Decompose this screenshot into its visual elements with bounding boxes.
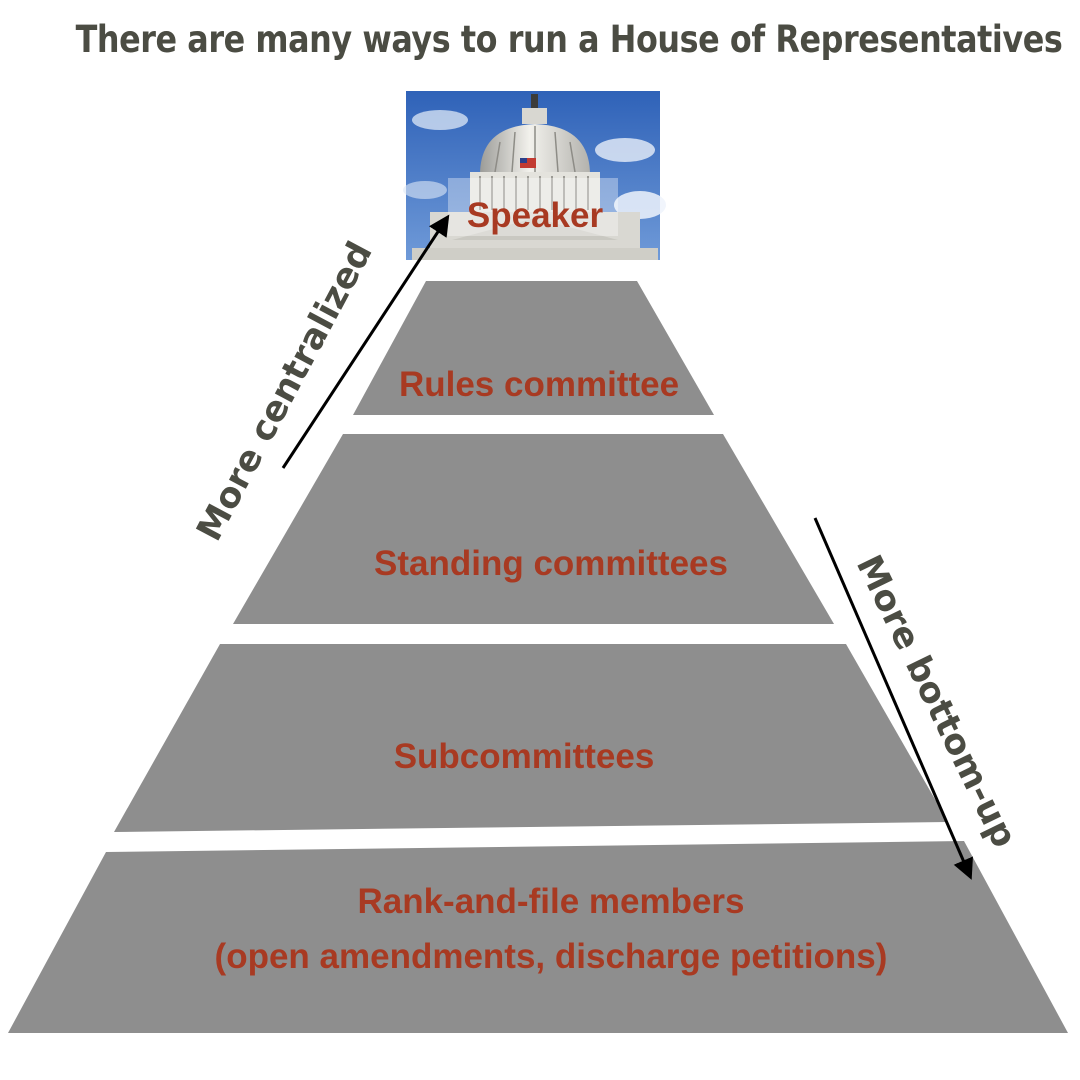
lantern-icon — [522, 108, 547, 124]
tier-rank-and-file — [8, 841, 1068, 1033]
tier-subcommittees — [114, 644, 948, 832]
dome-ribs — [494, 126, 576, 173]
pediment-icon — [452, 218, 618, 240]
cloud-icon — [595, 138, 655, 162]
page-title: There are many ways to run a House of Re… — [75, 18, 1063, 61]
rank-and-file-label: Rank-and-file members — [357, 882, 744, 921]
flag-icon — [520, 158, 536, 168]
tier-rules-committee — [353, 281, 714, 415]
speaker-label: Speaker — [467, 196, 604, 235]
bottom-up-arrow-icon — [813, 517, 973, 880]
capitol-image — [403, 91, 666, 260]
cloud-icon — [403, 181, 447, 199]
rules-committee-label: Rules committee — [399, 365, 679, 404]
subcommittees-label: Subcommittees — [394, 737, 655, 776]
statue-icon — [531, 94, 538, 110]
speaker-label-backing — [448, 178, 618, 236]
rank-and-file-sublabel: (open amendments, discharge petitions) — [215, 937, 888, 976]
centralized-arrow-icon — [281, 214, 450, 469]
standing-committees-label: Standing committees — [374, 544, 728, 583]
columns — [479, 176, 589, 210]
cloud-icon — [412, 110, 468, 130]
tier-standing-committees — [233, 434, 834, 624]
